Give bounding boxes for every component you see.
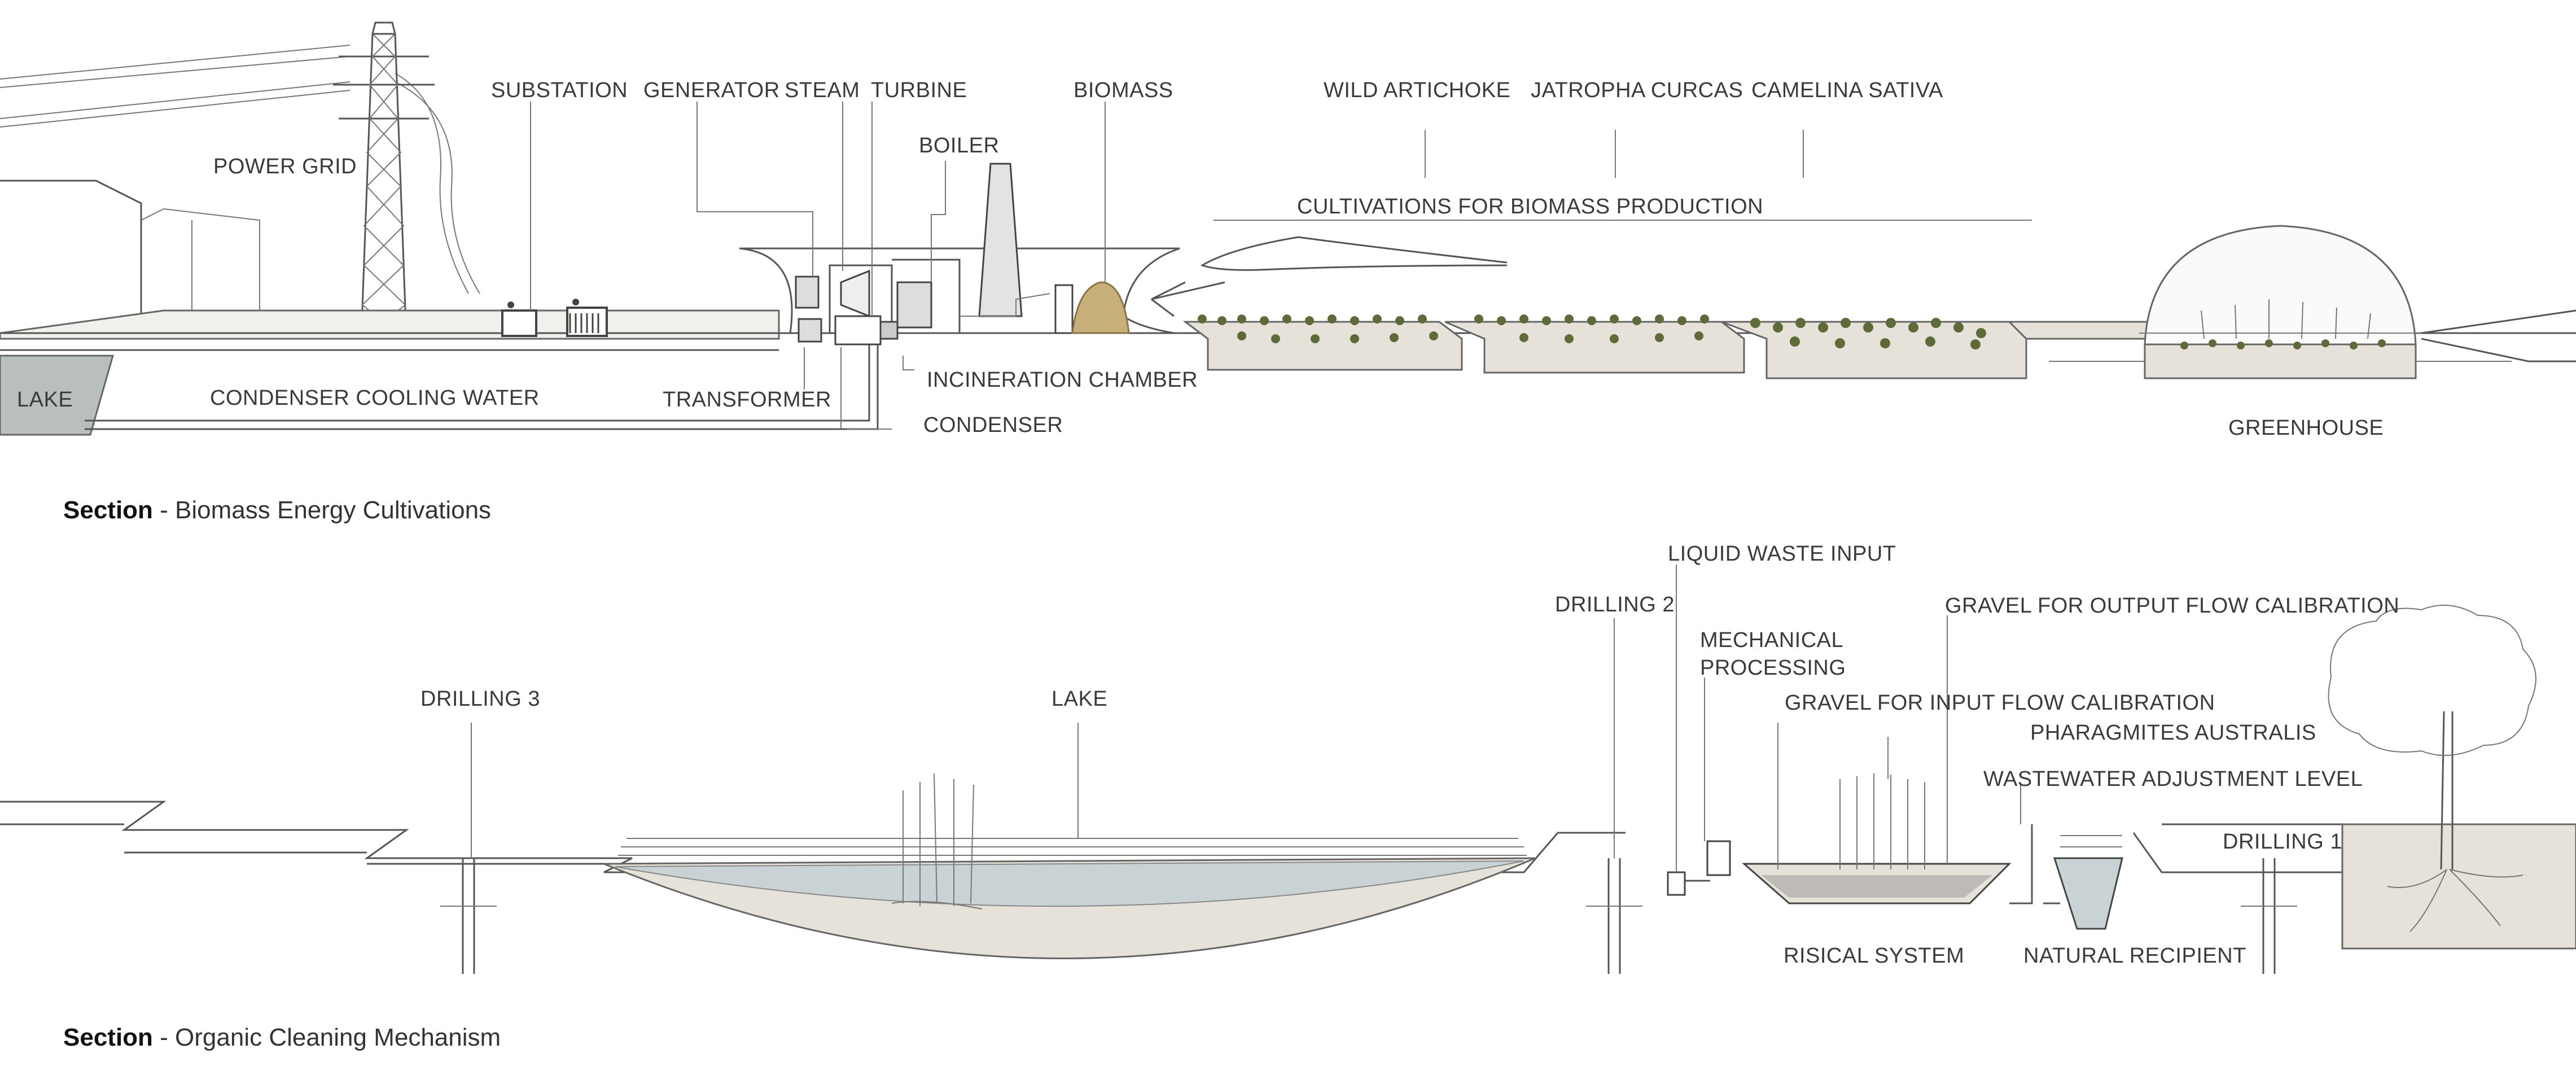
chimney [978,163,1023,317]
section-1-title: Section - Biomass Energy Cultivations [63,496,491,524]
power-pylon-icon [333,21,435,339]
label-condenser-cooling-water: CONDENSER COOLING WATER [210,386,540,410]
label-substation: SUBSTATION [491,78,628,102]
section-1-title-rest: - Biomass Energy Cultivations [153,496,491,524]
natural-recipient [2053,835,2123,930]
label-power-grid: POWER GRID [213,155,357,178]
biomass-plants [1198,314,1986,349]
section-1-drawing: SUBSTATION GENERATOR STEAM TURBINE BIOMA… [0,21,2576,524]
label-condenser: CONDENSER [923,413,1063,437]
drilling-1-icon [2241,858,2297,974]
label-mechanical-2: PROCESSING [1700,656,1846,680]
cultivation-beds [1182,321,2202,379]
label-pharagmites: PHARAGMITES AUSTRALIS [2030,721,2316,745]
biomass-pile-icon [1054,281,1130,334]
section-2-title: Section - Organic Cleaning Mechanism [63,1024,501,1051]
biomass-flow-arrow [1151,236,1508,317]
section-2-leaders [471,565,2021,872]
substation-icon [501,299,608,337]
section-2-labels: LIQUID WASTE INPUT DRILLING 2 GRAVEL FOR… [420,542,2399,968]
lake-shape [0,355,114,436]
label-camelina-sativa: CAMELINA SATIVA [1751,78,1943,102]
label-cultivations: CULTIVATIONS FOR BIOMASS PRODUCTION [1297,195,1763,218]
label-drilling-3: DRILLING 3 [420,687,540,711]
label-wastewater-level: WASTEWATER ADJUSTMENT LEVEL [1983,767,2363,791]
power-lines [0,45,480,294]
label-natural-recipient: NATURAL RECIPIENT [2023,944,2246,968]
label-transformer: TRANSFORMER [663,388,831,412]
label-drilling-2: DRILLING 2 [1555,593,1675,617]
label-lake-1: LAKE [17,388,73,412]
label-steam: STEAM [785,78,860,102]
label-risical-system: RISICAL SYSTEM [1784,944,1964,968]
section-2-title-bold: Section [63,1024,153,1051]
label-liquid-waste-input: LIQUID WASTE INPUT [1668,542,1896,566]
label-greenhouse: GREENHOUSE [2228,416,2384,440]
mechanical-processing [1667,840,1731,896]
section-1-labels: SUBSTATION GENERATOR STEAM TURBINE BIOMA… [17,78,2384,440]
label-mechanical-1: MECHANICAL [1700,628,1843,652]
terraced-ground [0,801,1626,873]
lake-water [615,860,1524,907]
label-boiler: BOILER [919,134,999,158]
drilling-2-icon [1586,858,1642,974]
section-1-title-bold: Section [63,496,153,524]
drilling-3-icon [440,858,497,974]
label-gravel-input: GRAVEL FOR INPUT FLOW CALIBRATION [1785,691,2215,715]
power-plant-roof [739,247,1180,334]
label-lake-2: LAKE [1052,687,1107,711]
label-incineration-chamber: INCINERATION CHAMBER [927,368,1198,392]
label-generator: GENERATOR [643,78,780,102]
section-2-title-rest: - Organic Cleaning Mechanism [153,1024,501,1051]
ground-plane [0,309,780,340]
label-gravel-output: GRAVEL FOR OUTPUT FLOW CALIBRATION [1945,594,2399,618]
label-drilling-1: DRILLING 1 [2223,830,2342,854]
section-1-leaders [530,102,2032,430]
label-biomass: BIOMASS [1074,78,1173,102]
risical-system [1742,773,2060,904]
label-turbine: TURBINE [871,78,967,102]
tree-icon [2328,605,2576,950]
section-2-drawing: LIQUID WASTE INPUT DRILLING 2 GRAVEL FOR… [0,542,2576,1051]
lake-reeds [891,773,983,910]
plant-machinery [795,259,961,346]
buildings [0,180,260,339]
label-wild-artichoke: WILD ARTICHOKE [1324,78,1510,102]
label-jatropha-curcas: JATROPHA CURCAS [1531,78,1743,102]
greenhouse-icon [2139,225,2421,379]
